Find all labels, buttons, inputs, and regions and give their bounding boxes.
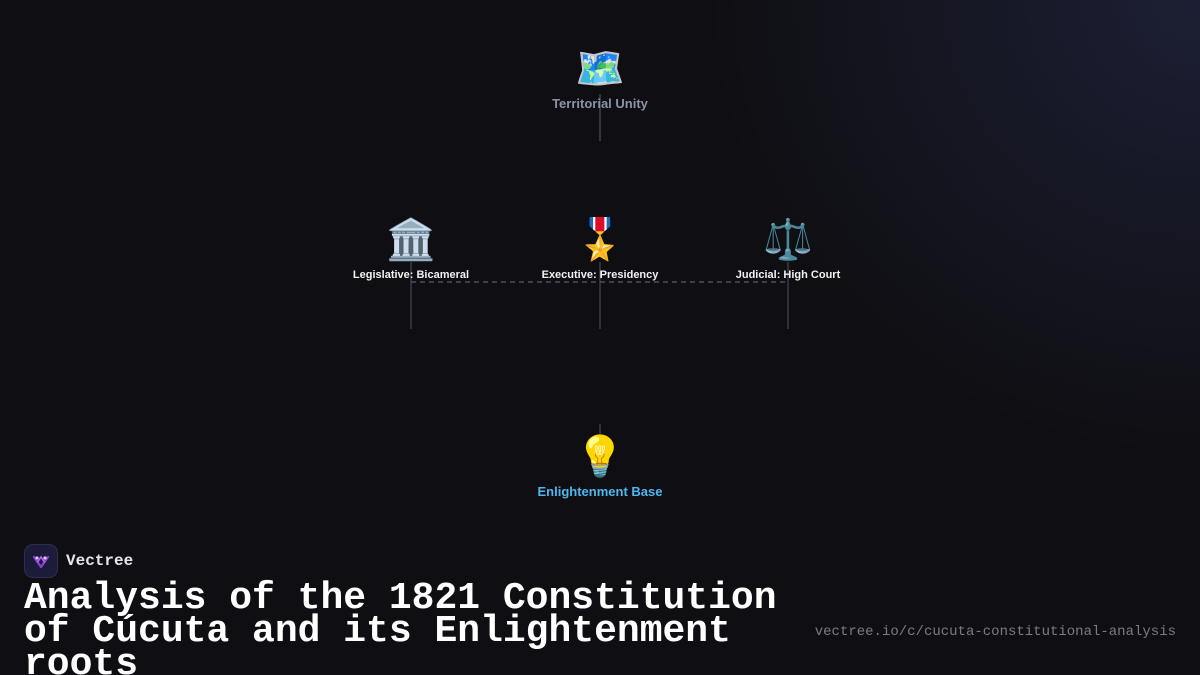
page-url-link[interactable]: vectree.io/c/cucuta-constitutional-analy… bbox=[814, 624, 1176, 640]
vectree-logo-icon bbox=[24, 544, 58, 578]
node-territorial-unity[interactable]: 🗺️ Territorial Unity bbox=[552, 46, 648, 111]
node-judicial[interactable]: ⚖️ Judicial: High Court bbox=[736, 217, 841, 281]
node-label: Territorial Unity bbox=[552, 96, 648, 111]
node-legislative[interactable]: 🏛️ Legislative: Bicameral bbox=[353, 217, 469, 281]
node-label: Executive: Presidency bbox=[541, 269, 659, 281]
military-medal-icon: 🎖️ bbox=[575, 217, 625, 263]
node-label: Judicial: High Court bbox=[735, 269, 841, 281]
node-enlightenment-base[interactable]: 💡 Enlightenment Base bbox=[538, 434, 663, 499]
node-label: Legislative: Bicameral bbox=[352, 269, 470, 281]
light-bulb-icon: 💡 bbox=[575, 434, 625, 480]
node-label: Enlightenment Base bbox=[537, 484, 663, 499]
world-map-icon: 🗺️ bbox=[575, 46, 625, 92]
node-executive[interactable]: 🎖️ Executive: Presidency bbox=[542, 217, 659, 281]
page-title: Analysis of the 1821 Constitution of Cúc… bbox=[24, 577, 777, 675]
brand[interactable]: Vectree bbox=[24, 544, 133, 578]
classical-building-icon: 🏛️ bbox=[386, 217, 436, 263]
balance-scale-icon: ⚖️ bbox=[763, 217, 813, 263]
brand-name: Vectree bbox=[66, 552, 134, 570]
